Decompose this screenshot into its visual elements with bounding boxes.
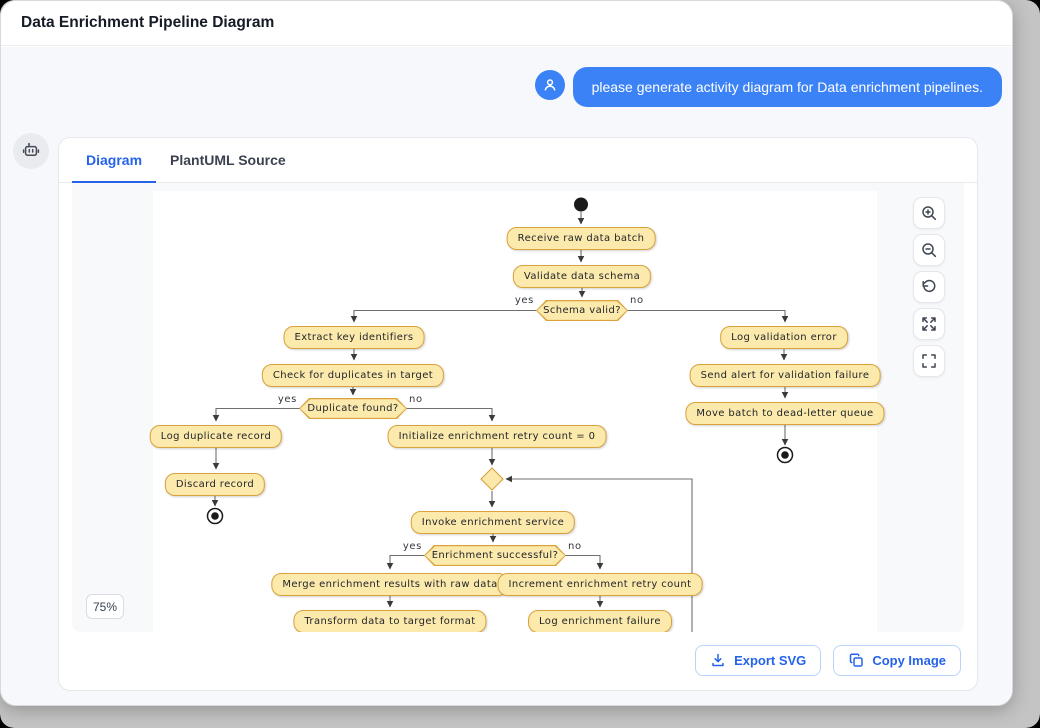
activity-log-validation-error: Log validation error xyxy=(720,326,848,349)
tabbar: Diagram PlantUML Source xyxy=(59,138,977,183)
copy-image-label: Copy Image xyxy=(872,652,946,668)
activity-validate: Validate data schema xyxy=(512,265,652,288)
download-icon xyxy=(712,653,724,667)
activity-transform: Transform data to target format xyxy=(293,610,487,632)
titlebar: Data Enrichment Pipeline Diagram xyxy=(1,1,1012,46)
activity-extract: Extract key identifiers xyxy=(283,326,425,349)
edge-label-yes: yes xyxy=(514,295,534,306)
reset-icon xyxy=(922,279,936,293)
activity-discard: Discard record xyxy=(164,473,266,496)
fullscreen-button[interactable] xyxy=(913,345,945,377)
activity-receive: Receive raw data batch xyxy=(506,227,656,250)
diagram-card: Diagram PlantUML Source xyxy=(58,137,978,691)
diagram-canvas: Receive raw data batch Validate data sch… xyxy=(149,191,885,632)
end-node-discard xyxy=(206,507,224,525)
activity-check-duplicates: Check for duplicates in target xyxy=(261,364,445,387)
copy-image-button[interactable]: Copy Image xyxy=(833,644,961,676)
bot-avatar xyxy=(13,133,49,169)
robot-icon xyxy=(22,143,40,156)
diagram-viewport[interactable]: Receive raw data batch Validate data sch… xyxy=(72,183,964,632)
activity-init-retry: Initialize enrichment retry count = 0 xyxy=(387,425,607,448)
activity-merge: Merge enrichment results with raw data xyxy=(271,573,509,596)
app-body: please generate activity diagram for Dat… xyxy=(1,47,1012,705)
decision-enrichment-successful: Enrichment successful? xyxy=(424,545,566,566)
tab-plantuml-source[interactable]: PlantUML Source xyxy=(170,152,286,168)
edge-label-no: no xyxy=(630,295,644,306)
reset-view-button[interactable] xyxy=(913,271,945,303)
end-node-dead-letter xyxy=(776,446,794,464)
decision-schema-valid: Schema valid? xyxy=(536,300,628,321)
card-footer: Export SVG Copy Image xyxy=(59,630,977,690)
user-avatar xyxy=(534,70,565,100)
page-title: Data Enrichment Pipeline Diagram xyxy=(21,14,275,31)
activity-increment-retry: Increment enrichment retry count xyxy=(497,573,703,596)
export-svg-button[interactable]: Export SVG xyxy=(695,644,822,676)
user-message-row: please generate activity diagram for Dat… xyxy=(534,67,1002,107)
zoom-in-icon xyxy=(922,206,937,221)
decision-duplicate-found: Duplicate found? xyxy=(299,398,407,419)
edge-label-no: no xyxy=(568,541,582,552)
expand-button[interactable] xyxy=(913,308,945,340)
user-icon xyxy=(544,79,555,91)
edge-label-yes: yes xyxy=(277,394,297,405)
activity-log-duplicate: Log duplicate record xyxy=(149,425,283,448)
zoom-out-icon xyxy=(922,243,937,258)
fullscreen-icon xyxy=(922,354,936,368)
merge-diamond xyxy=(480,467,504,491)
copy-icon xyxy=(850,653,864,667)
export-svg-label: Export SVG xyxy=(734,652,807,668)
zoom-in-button[interactable] xyxy=(913,197,945,229)
expand-icon xyxy=(922,317,936,331)
activity-invoke: Invoke enrichment service xyxy=(410,511,576,534)
viewer-controls xyxy=(913,197,945,377)
app-window: Data Enrichment Pipeline Diagram please … xyxy=(0,0,1013,706)
tab-diagram[interactable]: Diagram xyxy=(72,138,157,183)
start-node xyxy=(574,197,588,212)
user-message-bubble: please generate activity diagram for Dat… xyxy=(572,67,1002,107)
edge-label-no: no xyxy=(409,394,423,405)
activity-move-dead-letter: Move batch to dead-letter queue xyxy=(685,402,885,425)
activity-log-failure: Log enrichment failure xyxy=(528,610,672,632)
zoom-out-button[interactable] xyxy=(913,234,945,266)
edge-label-yes: yes xyxy=(402,541,422,552)
zoom-level-badge: 75% xyxy=(86,594,125,619)
activity-send-alert: Send alert for validation failure xyxy=(689,364,881,387)
